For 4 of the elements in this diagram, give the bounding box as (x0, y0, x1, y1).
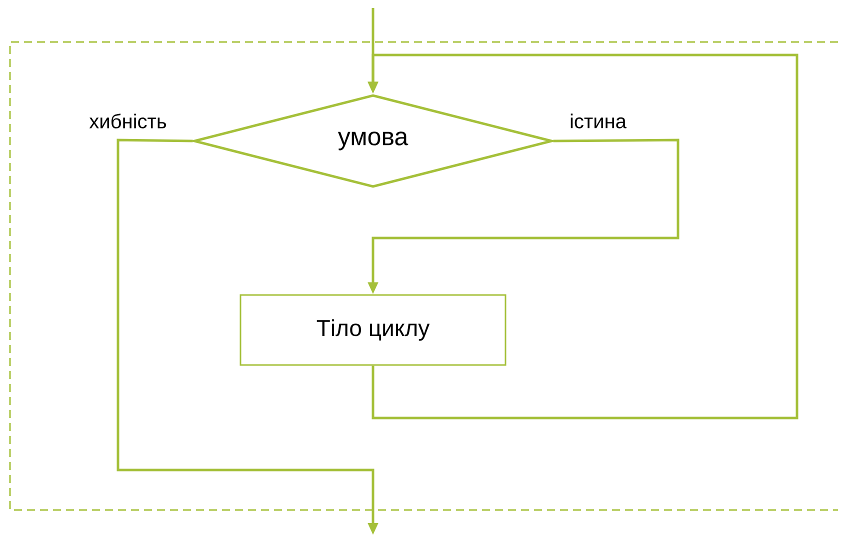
process-box: Тіло циклу (240, 294, 506, 366)
edge-label: хибність (88, 112, 168, 130)
dashed-frame (9, 41, 838, 511)
edge-label: істина (568, 112, 628, 130)
